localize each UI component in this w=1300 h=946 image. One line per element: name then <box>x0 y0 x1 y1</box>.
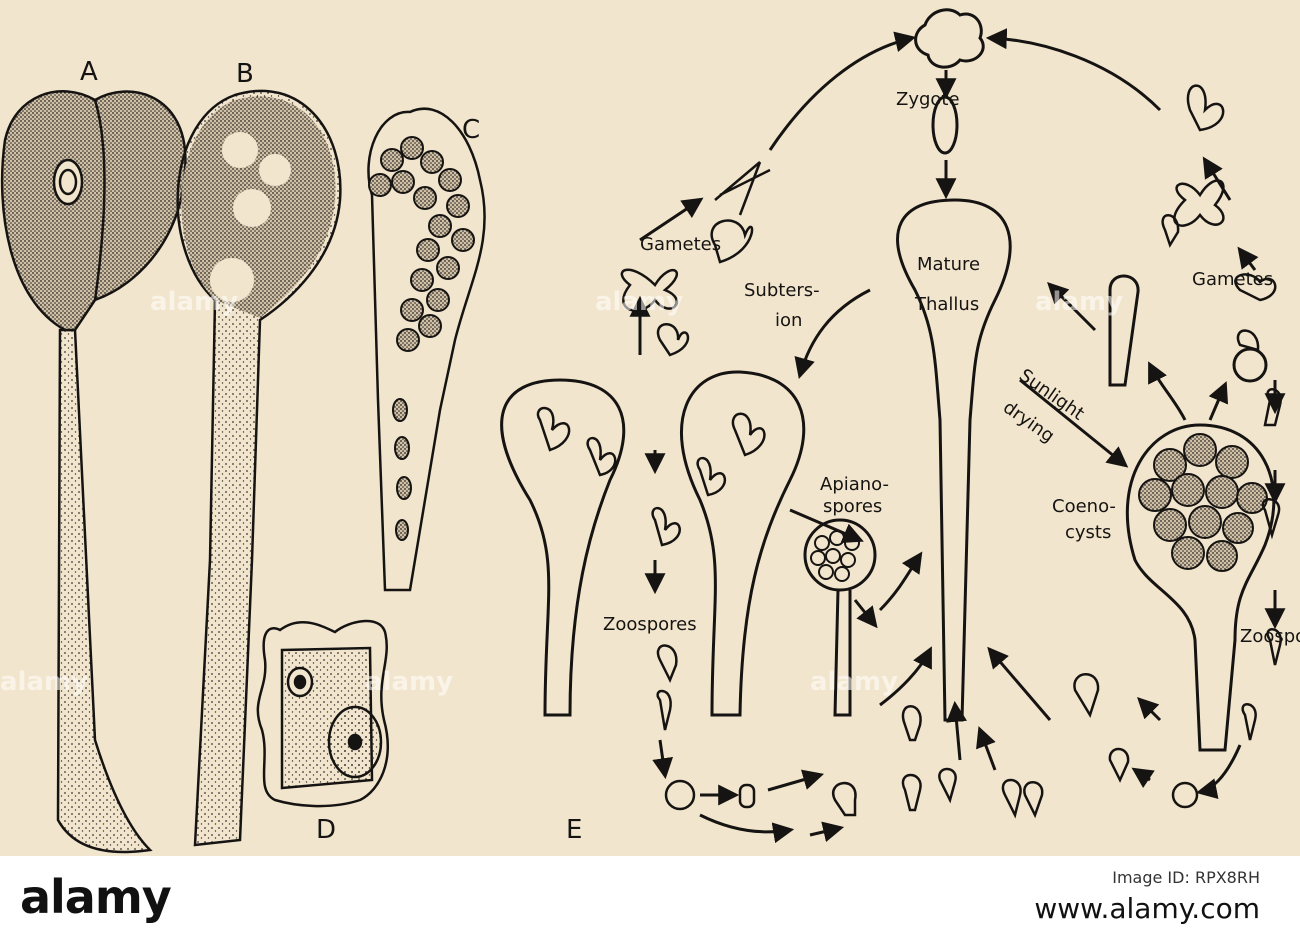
label-gametes-left: Gametes <box>640 234 721 255</box>
gamete-cells <box>538 86 1281 740</box>
label-spores: spores <box>823 496 882 517</box>
watermark-text: alamy <box>595 287 683 317</box>
panel-a-cell <box>2 91 185 852</box>
panel-c-letter: C <box>462 115 480 145</box>
label-zoospores-right: Zoospo <box>1240 626 1300 647</box>
panel-e-letter: E <box>566 815 582 845</box>
mature-thallus <box>898 200 1011 720</box>
panel-d-cyst <box>258 621 388 806</box>
life-cycle-figure: A B C D <box>0 0 1300 856</box>
label-zoospores-left: Zoospores <box>603 614 697 635</box>
panel-a-letter: A <box>80 57 98 87</box>
label-subtersion-2: ion <box>775 310 802 331</box>
left-sporangium-outer <box>502 380 624 715</box>
label-mature: Mature <box>917 254 980 275</box>
left-sporangium-inner <box>681 372 803 715</box>
coenocyst-sporangium <box>1127 425 1274 750</box>
panel-d-letter: D <box>316 815 336 845</box>
watermark-text: alamy <box>150 287 238 317</box>
site-url[interactable]: www.alamy.com <box>1034 892 1260 925</box>
label-cysts: cysts <box>1065 522 1111 543</box>
label-coeno: Coeno- <box>1052 496 1116 517</box>
label-gametes-right: Gametes <box>1192 269 1273 290</box>
watermarks: alamy alamy alamy alamy alamy alamy <box>0 287 1123 697</box>
watermark-text: alamy <box>810 667 898 697</box>
label-subtersion-1: Subters- <box>744 280 820 301</box>
zygote-shape <box>916 10 984 67</box>
watermark-text: alamy <box>365 667 453 697</box>
label-zygote: Zygote <box>896 89 960 110</box>
watermark-text: alamy <box>1035 287 1123 317</box>
panel-c-sporangium <box>368 109 484 590</box>
footer-logo: alamy <box>20 870 171 924</box>
label-apiano: Apiano- <box>820 474 889 495</box>
panel-b-letter: B <box>236 59 254 89</box>
watermark-text: alamy <box>0 667 88 697</box>
image-id-label: Image ID: RPX8RH <box>1112 868 1260 887</box>
label-thallus: Thallus <box>914 294 979 315</box>
footer-bar: alamy Image ID: RPX8RH www.alamy.com <box>0 856 1300 946</box>
